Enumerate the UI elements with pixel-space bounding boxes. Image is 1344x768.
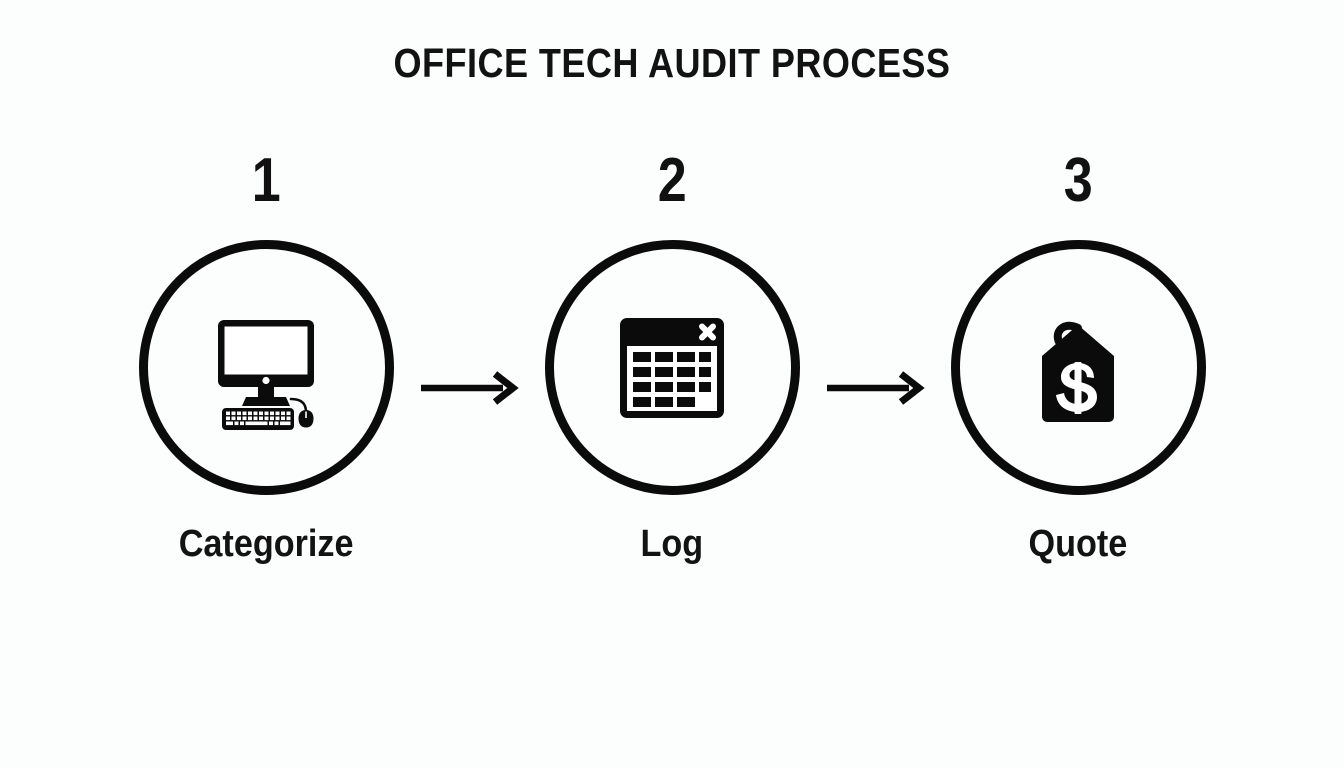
step-circle-3	[950, 240, 1206, 495]
process-steps-row: 1	[0, 150, 1344, 600]
step-number-3: 3	[1063, 146, 1093, 215]
step-circle-1	[138, 240, 394, 495]
step-label-2: Log	[640, 523, 704, 565]
step-label-1: Categorize	[178, 523, 354, 565]
price-tag-dollar-icon	[1022, 304, 1134, 432]
arrow-right-icon	[417, 368, 521, 413]
page-title: OFFICE TECH AUDIT PROCESS	[393, 40, 951, 86]
step-number-2: 2	[657, 146, 687, 215]
process-step-2: 2	[524, 150, 820, 563]
arrow-right-icon	[823, 368, 927, 413]
step-number-1: 1	[251, 146, 281, 215]
step-circle-2	[544, 240, 800, 495]
connector-arrow-2	[820, 368, 930, 413]
calendar-icon	[612, 308, 732, 428]
process-step-1: 1	[118, 150, 414, 563]
desktop-computer-icon	[200, 302, 332, 434]
connector-arrow-1	[414, 368, 524, 413]
step-label-3: Quote	[1028, 523, 1128, 565]
process-step-3: 3 Quote	[930, 150, 1226, 563]
